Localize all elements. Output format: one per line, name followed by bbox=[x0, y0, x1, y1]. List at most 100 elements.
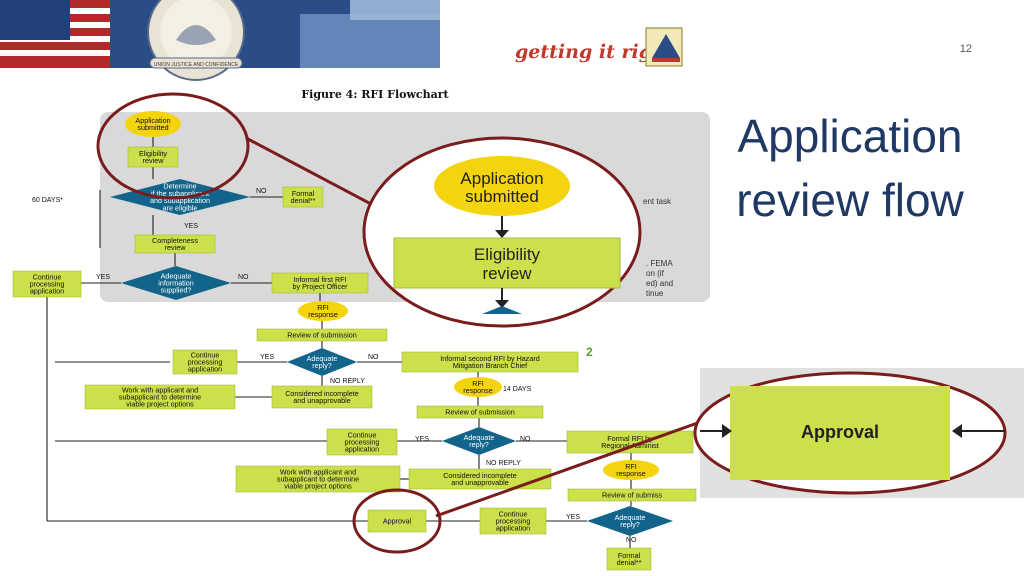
node-formal-denial-1-text: denial** bbox=[291, 196, 316, 205]
state-seal-icon bbox=[147, 0, 245, 81]
edge-yes-2: YES bbox=[96, 274, 110, 281]
edge-yes-4: YES bbox=[415, 436, 429, 443]
node-adequate-info-text: supplied? bbox=[161, 286, 192, 295]
edge-noreply-1: NO REPLY bbox=[330, 378, 365, 385]
flowchart-nodes: ApplicationsubmittedEligibilityreviewDet… bbox=[12, 111, 697, 571]
connector-top bbox=[245, 136, 391, 216]
node-determine-text: and subapplication bbox=[150, 196, 210, 205]
side-note-1: ent task bbox=[643, 197, 672, 206]
slide-number: 12 bbox=[960, 43, 972, 55]
node-approval-text: Approval bbox=[383, 517, 412, 526]
node-adequate-reply-2-text: reply? bbox=[469, 440, 489, 449]
superscript-2: 2 bbox=[586, 345, 593, 359]
node-completeness-text: review bbox=[165, 243, 187, 252]
node-formal-denial-1-text: Formal bbox=[292, 189, 315, 198]
node-rfi-response-3-text: response bbox=[616, 469, 646, 478]
side-note-4: . FEMA bbox=[646, 259, 673, 268]
node-rfi-response-1-text: RFI bbox=[317, 303, 329, 312]
node-formal-denial-2-text: Formal bbox=[618, 551, 641, 560]
seal-motto: UNION JUSTICE AND CONFIDENCE bbox=[154, 62, 239, 68]
node-app-submitted-text: submitted bbox=[137, 123, 168, 132]
side-note-7: tinue bbox=[646, 289, 664, 298]
edge-no-1: NO bbox=[256, 188, 267, 195]
node-continue-4-text: Continue bbox=[499, 509, 528, 518]
node-informal-first-text: by Project Officer bbox=[293, 282, 349, 291]
node-work-with-1-text: viable project options bbox=[126, 400, 194, 409]
edge-labels: 60 DAYS* NO YES YES NO YES NO NO REPLY 2… bbox=[32, 188, 637, 544]
highlight-annotations bbox=[96, 92, 707, 554]
node-informal-second-text: Mitigation Branch Chief bbox=[453, 361, 527, 370]
node-continue-4-text: application bbox=[496, 524, 530, 533]
node-rfi-response-2-text: RFI bbox=[472, 379, 484, 388]
edge-no-2: NO bbox=[238, 274, 249, 281]
node-adequate-reply-3-text: Adequate bbox=[615, 513, 646, 522]
edge-no-5: NO bbox=[626, 537, 637, 544]
edge-noreply-2: NO REPLY bbox=[486, 460, 521, 467]
node-adequate-reply-3-text: reply? bbox=[620, 520, 640, 529]
node-adequate-reply-1-text: reply? bbox=[312, 361, 332, 370]
node-work-with-1-text: subapplicant to determine bbox=[119, 393, 201, 402]
node-rfi-response-3-text: RFI bbox=[625, 462, 637, 471]
node-review-sub-1-text: Review of submission bbox=[287, 331, 357, 340]
edge-no-3: NO bbox=[368, 354, 379, 361]
header-banner bbox=[0, 0, 440, 68]
node-determine-text: Determine bbox=[163, 182, 196, 191]
node-determine-text: are eligible bbox=[163, 203, 198, 212]
zoom-eligibility-2: review bbox=[482, 264, 532, 283]
zoom-eligibility-1: Eligibility bbox=[474, 245, 541, 264]
node-continue-1-text: application bbox=[30, 287, 64, 296]
days-label-mid: 14 DAYS bbox=[503, 386, 532, 393]
highlight-circle-approval bbox=[352, 488, 442, 554]
node-adequate-info-text: Adequate bbox=[161, 271, 192, 280]
zoom-app-submitted-2: submitted bbox=[465, 187, 539, 206]
edge-yes-1: YES bbox=[184, 223, 198, 230]
node-continue-3-text: application bbox=[345, 445, 379, 454]
node-considered-2-text: and unapprovable bbox=[451, 478, 509, 487]
node-formal-denial-2-text: denial** bbox=[617, 558, 642, 567]
node-app-submitted-text: Application bbox=[135, 116, 170, 125]
days-label-left: 60 DAYS* bbox=[32, 197, 63, 204]
side-note-6: ed) and bbox=[646, 279, 673, 288]
node-review-sub-2: Review of submission bbox=[416, 405, 544, 419]
zoom-circle-top bbox=[362, 136, 642, 328]
node-formal-rfi-text: Formal RFI by bbox=[607, 434, 653, 443]
node-informal-first-text: Informal first RFI bbox=[293, 275, 346, 284]
node-eligibility-text: review bbox=[143, 156, 165, 165]
edge-yes-5: YES bbox=[566, 514, 580, 521]
node-work-with-1-text: Work with applicant and bbox=[122, 385, 198, 394]
node-continue-2-text: processing bbox=[188, 358, 223, 367]
gohsep-logo-icon bbox=[645, 27, 683, 67]
node-completeness-text: Completeness bbox=[152, 236, 198, 245]
node-informal-second-text: Informal second RFI by Hazard bbox=[440, 354, 539, 363]
node-review-sub-3: Review of submiss bbox=[567, 488, 697, 502]
node-informal-second: Informal second RFI by HazardMitigation … bbox=[401, 351, 579, 373]
node-determine-text: if the subapplicant bbox=[151, 189, 209, 198]
node-adequate-reply-2-text: Adequate bbox=[464, 433, 495, 442]
edge-yes-3: YES bbox=[260, 354, 274, 361]
side-note: ent task . FEMA on (if ed) and tinue bbox=[643, 197, 673, 298]
node-continue-3-text: processing bbox=[345, 438, 380, 447]
node-continue-2-text: application bbox=[188, 365, 222, 374]
highlight-circle-top bbox=[96, 92, 250, 200]
connector-approval bbox=[435, 418, 707, 518]
node-rfi-response-1-text: response bbox=[308, 310, 338, 319]
node-considered-2-text: Considered incomplete bbox=[443, 471, 517, 480]
node-work-with-2-text: subapplicant to determine bbox=[277, 475, 359, 484]
